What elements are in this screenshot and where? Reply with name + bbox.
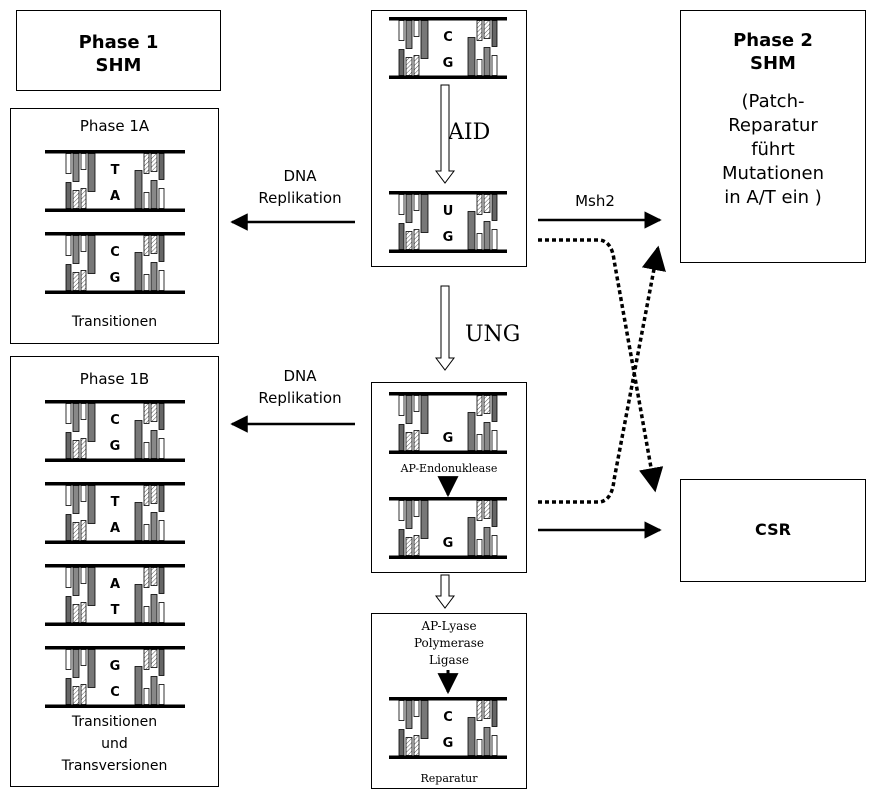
center-top-pair-1-top-base: C [443,30,453,45]
phase1b-pair-3: AT [45,564,185,626]
replication-a-line1: DNA [283,167,317,185]
replication-b-line2: Replikation [258,389,342,407]
phase2-box [680,10,866,263]
phase1a-pair-2-bottom-base: G [110,271,121,286]
lower-hollow-arrow [435,574,455,609]
phase1-title-box [16,10,221,91]
phase2-title-line2: SHM [750,53,796,74]
phase1a-caption: Transitionen [71,314,158,330]
phase1b-pair-4-top-base: G [110,659,121,674]
center-top-pair-1: CG [389,17,507,79]
phase2-desc-4: Mutationen [722,163,824,184]
ung-label: UNG [465,322,521,347]
center-bottom-box [371,613,527,789]
phase1b-box [10,356,219,787]
phase1b-caption-2: und [101,736,128,752]
phase1a-pair-1-top-base: T [111,163,120,178]
phase1b-pair-4: GC [45,646,185,708]
csr-box [680,479,866,582]
aid-hollow-arrow [435,84,455,184]
phase1-title-line2: SHM [95,55,142,76]
phase1b-pair-3-top-base: A [110,577,120,592]
phase1a-box [10,108,219,344]
phase1b-pair-2: TA [45,482,185,544]
center-bottom-step-3: Ligase [429,653,469,667]
center-top-pair-2: UG [389,191,507,253]
msh2-label: Msh2 [575,192,615,210]
phase1b-title: Phase 1B [79,370,150,388]
phase1b-caption-1: Transitionen [71,714,158,730]
center-bottom-step-1: AP-Lyase [421,619,477,633]
center-bottom-pair-bottom-base: G [443,736,454,751]
aid-label: AID [448,120,491,145]
center-top-pair-2-top-base: U [443,204,454,219]
center-top-pair-2-bottom-base: G [443,230,454,245]
phase1b-pair-4-bottom-base: C [110,685,120,700]
center-bottom-pair-top-base: C [443,710,453,725]
phase1b-pair-3-bottom-base: T [111,603,120,618]
phase1a-title: Phase 1A [79,117,150,135]
center-mid-pair-2-bottom-base: G [443,536,454,551]
dotted-to-phase2-arrow [538,245,666,504]
replication-a-line2: Replikation [258,189,342,207]
replication-b-line1: DNA [283,367,317,385]
phase1a-pair-2: CG [45,232,185,294]
phase1b-pair-2-bottom-base: A [110,521,120,536]
phase1a-pair-1-bottom-base: A [110,189,120,204]
center-top-pair-1-bottom-base: G [443,56,454,71]
center-mid-pair-1: G [389,392,507,454]
center-mid-pair-2: G [389,497,507,559]
center-mid-pair-1-bottom-base: G [443,431,454,446]
phase2-desc-3: führt [751,139,795,160]
phase2-desc-2: Reparatur [728,115,818,136]
phase1b-pair-1: CG [45,400,185,462]
phase1b-pair-2-top-base: T [111,495,120,510]
phase2-title-line1: Phase 2 [733,30,813,51]
phase1b-caption-3: Transversionen [61,758,168,774]
csr-label: CSR [755,520,791,539]
dotted-to-csr-arrow [538,238,664,493]
center-bottom-step-2: Polymerase [413,636,485,650]
phase1b-pair-1-bottom-base: G [110,439,121,454]
phase1a-pair-2-top-base: C [110,245,120,260]
phase1-title-line1: Phase 1 [78,32,159,53]
center-bottom-pair: CG [389,697,507,759]
ap-endonuklease-label: AP-Endonuklease [400,462,498,475]
ung-hollow-arrow [435,285,455,371]
phase2-desc-5: in A/T ein ) [724,187,822,208]
phase2-desc-1: (Patch- [741,91,805,112]
phase1a-pair-1: TA [45,150,185,212]
reparatur-caption: Reparatur [420,772,478,785]
phase1b-pair-1-top-base: C [110,413,120,428]
